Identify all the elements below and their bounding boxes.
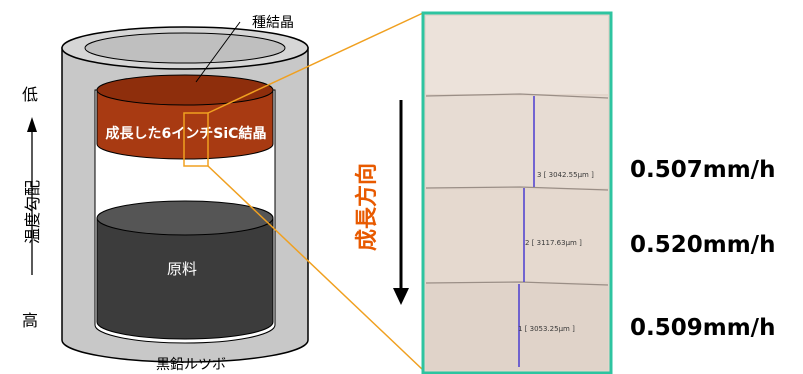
raw-material [96, 200, 274, 340]
growth-direction-label: 成長方向 [354, 163, 380, 251]
growth-rate-upper: 0.507mm/h [630, 157, 776, 183]
low-label: 低 [22, 85, 38, 104]
crucible-label: 黒鉛ルツボ [156, 357, 226, 373]
measurement-label-3: 3 [ 3042.55μm ] [537, 171, 594, 179]
measurement-label-2: 2 [ 3117.63μm ] [525, 239, 582, 247]
zoom-line-top [207, 12, 424, 114]
zoom-line-bottom [207, 165, 424, 371]
measurement-label-1: 1 [ 3053.25μm ] [518, 325, 575, 333]
zoom-box [183, 112, 209, 167]
growth-rate-middle: 0.520mm/h [630, 232, 776, 258]
growth-direction-arrow [393, 100, 409, 305]
seed-leader-line [195, 21, 241, 83]
crystal-cross-section-micrograph [421, 11, 613, 374]
seed-crystal-label: 種結晶 [252, 15, 294, 31]
grown-sic-crystal [96, 74, 274, 160]
temperature-gradient-arrow [27, 117, 37, 275]
high-label: 高 [22, 311, 38, 330]
growth-rate-lower: 0.509mm/h [630, 315, 776, 341]
temperature-gradient-label: 温度勾配 [23, 180, 42, 244]
grown-crystal-label: 成長した6インチSiC結晶 [106, 125, 267, 142]
raw-material-label: 原料 [167, 260, 197, 278]
